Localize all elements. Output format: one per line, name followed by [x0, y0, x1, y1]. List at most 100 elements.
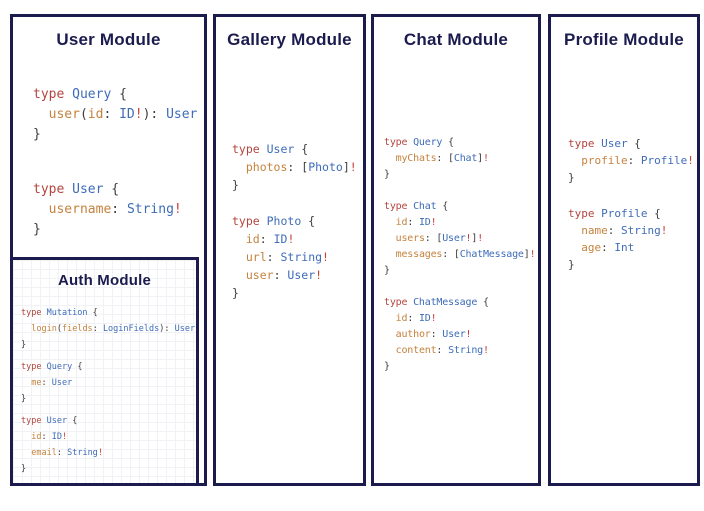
code-line: type ChatMessage { [384, 295, 538, 311]
code-token [21, 324, 31, 334]
code-token [384, 233, 396, 244]
code-token [384, 153, 396, 164]
code-token: User [601, 137, 635, 150]
code-token: { [448, 137, 454, 148]
code-token: profile [581, 154, 628, 167]
code-token: Int [614, 241, 635, 254]
code-token: ! [483, 153, 489, 164]
code-token: id [395, 313, 408, 324]
code-line: users: [User!]! [384, 231, 538, 247]
code-token: ID [51, 432, 62, 442]
code-line: user(id: ID!): User [33, 105, 204, 125]
panel-title-auth-module: Auth Module [57, 272, 151, 289]
code-token: type [384, 137, 414, 148]
code-token: User [287, 268, 316, 282]
code-token: } [384, 265, 390, 276]
code-token: ! [483, 345, 489, 356]
code-token: myChats [395, 153, 437, 164]
code-token: } [568, 171, 575, 184]
code-token: ID [418, 313, 431, 324]
type-definition-block: type Mutation { login(fields: LoginField… [21, 305, 196, 353]
code-token: : [111, 202, 127, 217]
code-line: } [33, 220, 204, 240]
code-token: type [21, 308, 47, 318]
code-block-user-module: type Query { user(id: ID!): User} type Us… [13, 85, 204, 240]
code-token: : [601, 241, 615, 254]
panel-chat-module: Chat Module type Query { myChats: [Chat]… [371, 14, 541, 486]
code-line: type User { [232, 140, 363, 158]
code-token: : [56, 448, 68, 458]
code-line: } [384, 167, 538, 183]
code-token: ! [322, 250, 329, 264]
code-token: name [581, 224, 608, 237]
code-token: LoginFields [102, 324, 160, 334]
code-token: ( [56, 324, 62, 334]
type-definition-block: type User { id: ID! email: String!} [21, 413, 196, 477]
code-token: author [395, 329, 431, 340]
code-token [384, 313, 396, 324]
code-token: : [607, 224, 621, 237]
code-token: ! [134, 107, 143, 122]
code-line: url: String! [232, 248, 363, 266]
code-token: type [33, 87, 73, 102]
code-token: User [166, 107, 198, 122]
code-token [232, 160, 246, 174]
code-token: type [568, 207, 602, 220]
code-token: ! [349, 160, 357, 174]
code-token [568, 154, 581, 167]
code-line: type Query { [21, 359, 196, 375]
code-token: type [21, 362, 47, 372]
code-token: } [33, 222, 41, 237]
code-token: { [308, 214, 316, 228]
code-token: Query [72, 87, 120, 102]
code-line: email: String! [21, 445, 196, 461]
code-token: ! [315, 268, 323, 282]
code-line: username: String! [33, 200, 204, 220]
code-line: } [21, 461, 196, 477]
code-line: author: User! [384, 327, 538, 343]
code-token: type [232, 214, 267, 228]
code-token: } [384, 361, 390, 372]
code-line: id: ID! [384, 311, 538, 327]
code-token: type [232, 142, 267, 156]
type-definition-block: type ChatMessage { id: ID! author: User!… [384, 295, 538, 375]
code-line: myChats: [Chat]! [384, 151, 538, 167]
type-definition-block: type User { profile: Profile!} [568, 135, 697, 186]
code-token: user [245, 268, 274, 282]
code-token: messages [395, 249, 443, 260]
code-token: User [51, 378, 73, 388]
code-token: : [103, 107, 120, 122]
code-token [33, 202, 49, 217]
code-line: me: User [21, 375, 196, 391]
code-token: : [41, 432, 52, 442]
code-token: { [119, 87, 127, 102]
code-line: type Photo { [232, 212, 363, 230]
code-token: } [21, 464, 27, 474]
code-line: } [384, 359, 538, 375]
code-token: : [436, 345, 449, 356]
code-token: type [384, 297, 414, 308]
code-line: messages: [ChatMessage]! [384, 247, 538, 263]
code-block-auth-module: type Mutation { login(fields: LoginField… [13, 305, 196, 477]
code-token [568, 241, 581, 254]
code-token: ! [477, 233, 484, 244]
code-token: : [273, 268, 288, 282]
panel-user-module: User Module type Query { user(id: ID!): … [10, 14, 207, 486]
code-token: String [67, 448, 98, 458]
code-token [21, 378, 31, 388]
code-line: type User { [33, 180, 204, 200]
code-line: type Profile { [568, 205, 697, 222]
code-line: profile: Profile! [568, 152, 697, 169]
code-token: ! [529, 249, 536, 260]
code-token [21, 448, 31, 458]
code-token: email [31, 448, 57, 458]
code-line: } [21, 337, 196, 353]
type-definition-block: type Profile { name: String! age: Int} [568, 205, 697, 273]
code-token: : [92, 324, 103, 334]
code-token: content [395, 345, 437, 356]
code-token: type [33, 182, 73, 197]
code-token: : [ [424, 233, 443, 244]
code-token: : [41, 378, 52, 388]
code-token: : [407, 217, 419, 228]
code-token: { [72, 416, 78, 426]
